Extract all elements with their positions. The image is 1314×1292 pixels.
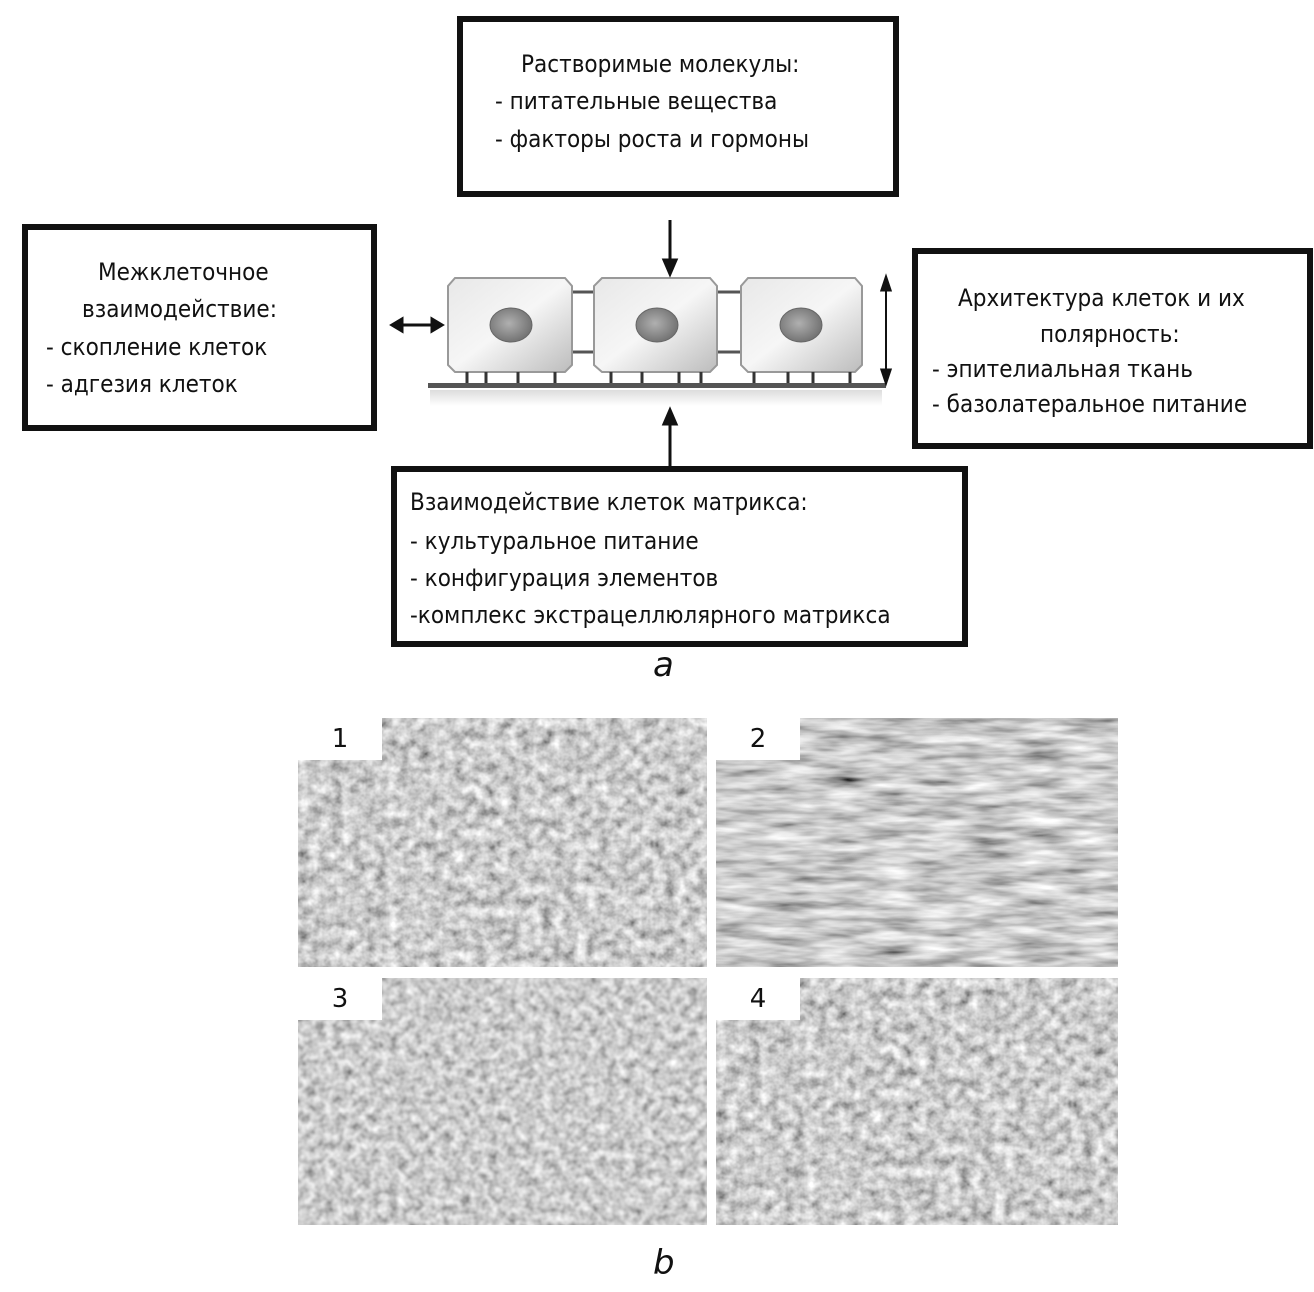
cell-cell-title: Межклеточное [98, 258, 269, 286]
arrows [389, 220, 893, 470]
nucleus [489, 307, 823, 343]
architecture-item: - эпителиальная ткань [932, 355, 1193, 383]
matrix-interaction-box [391, 466, 968, 647]
adhesion-anchors [465, 372, 852, 384]
micrograph-label: 2 [716, 718, 800, 760]
micrograph-3: 3 [298, 978, 707, 1225]
soluble-molecules-box [457, 16, 899, 197]
micrograph-label: 3 [298, 978, 382, 1020]
epithelial-cells-diagram [389, 220, 893, 470]
cell-cell-item: - адгезия клеток [46, 370, 238, 398]
cell-cell-title: взаимодействие: [82, 295, 277, 323]
panel-a-caption: a [653, 645, 674, 685]
matrix-item: - культуральное питание [410, 527, 699, 555]
micrograph-2: 2 [716, 718, 1118, 967]
matrix-item: - конфигурация элементов [410, 564, 719, 592]
architecture-item: - базолатеральное питание [932, 390, 1248, 418]
substrate-shadow [430, 390, 882, 406]
matrix-item: -комплекс экстрацеллюлярного матрикса [410, 601, 891, 629]
soluble-item: - факторы роста и гормоны [495, 125, 810, 153]
panel-b-caption: b [653, 1243, 675, 1283]
cell-cell-item: - скопление клеток [46, 333, 268, 361]
cell-cell-interaction-box [22, 224, 377, 431]
architecture-title: полярность: [1040, 320, 1180, 348]
soluble-title: Растворимые молекулы: [521, 50, 800, 78]
matrix-title: Взаимодействие клеток матрикса: [410, 488, 808, 516]
soluble-item: - питательные вещества [495, 87, 778, 115]
junctions [570, 290, 742, 354]
architecture-title: Архитектура клеток и их [958, 284, 1245, 312]
micrograph-label: 4 [716, 978, 800, 1020]
micrograph-label: 1 [298, 718, 382, 760]
substrate [428, 383, 886, 388]
architecture-box [912, 248, 1313, 449]
micrograph-1: 1 [298, 718, 707, 967]
micrograph-4: 4 [716, 978, 1118, 1225]
